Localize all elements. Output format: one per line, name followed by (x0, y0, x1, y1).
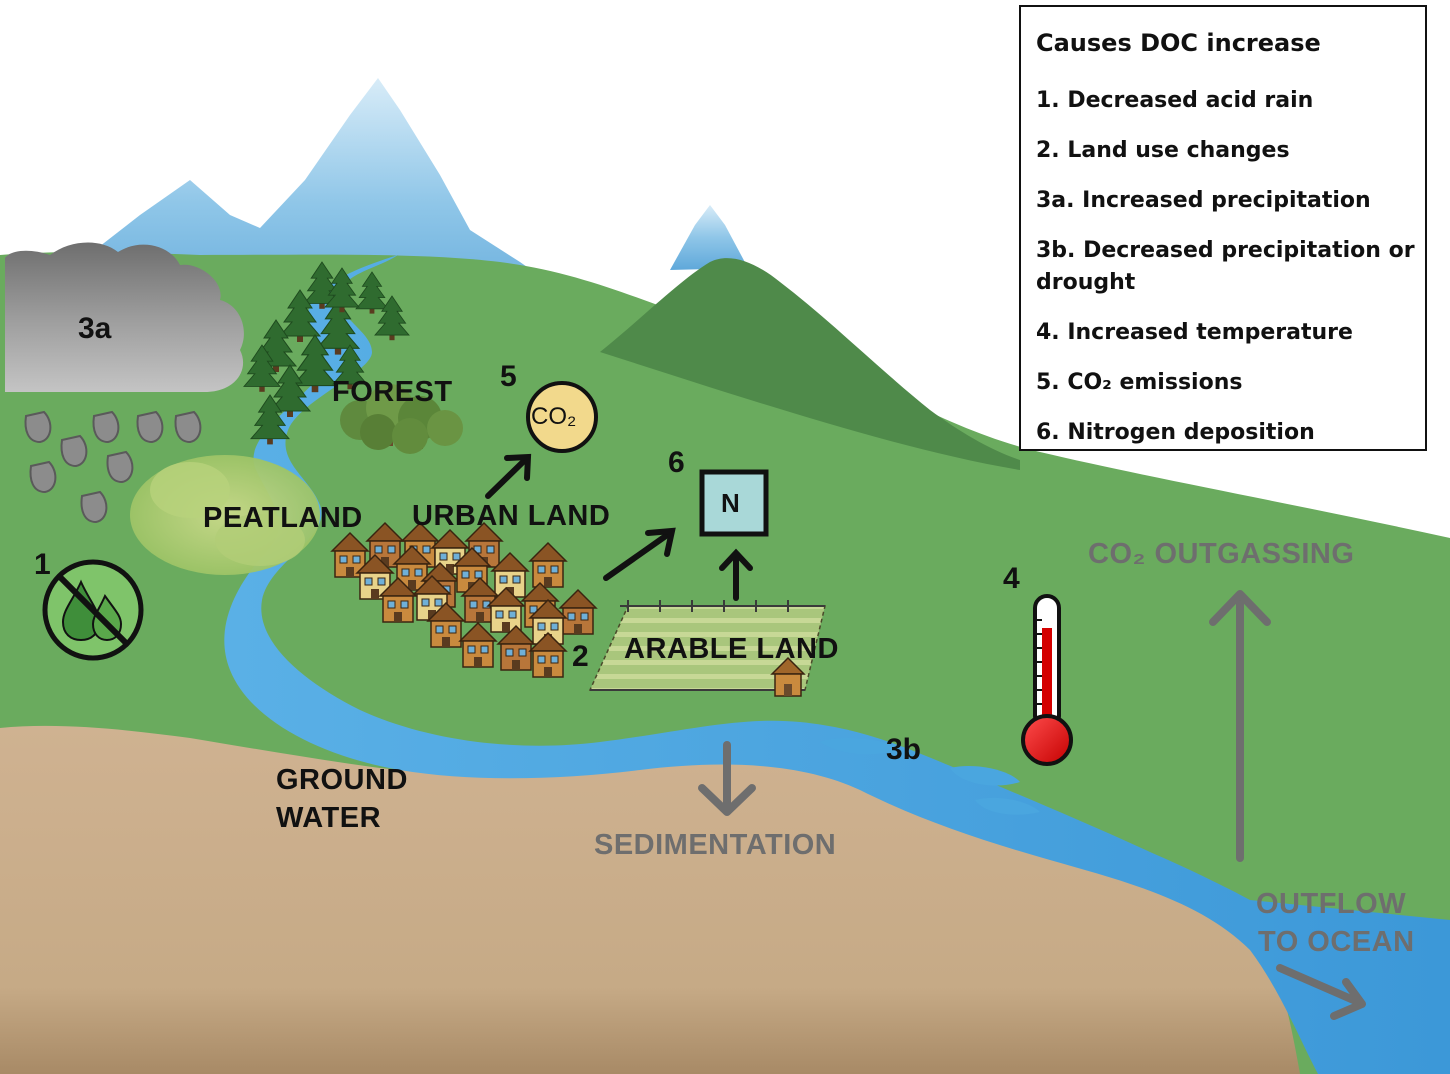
label-4: 4 (1003, 562, 1020, 595)
legend-item-1: 1. Decreased acid rain (1036, 88, 1314, 113)
black-arrows (485, 453, 753, 601)
rain-drop (92, 410, 120, 444)
peatland-label: PEATLAND (203, 502, 363, 534)
conifer-tree (268, 364, 312, 417)
conifer-forest (243, 261, 410, 445)
urban-land-label: URBAN LAND (412, 500, 611, 532)
house (460, 576, 500, 623)
rain-drop (174, 410, 202, 444)
legend-item-3a: 3a. Increased precipitation (1036, 188, 1371, 213)
house (330, 531, 370, 578)
rain-drop (24, 410, 52, 444)
rain-drops (24, 410, 202, 524)
conifer-tree (243, 344, 281, 392)
house (528, 631, 568, 678)
river-pool-3 (975, 797, 1040, 815)
co2-bubble (526, 381, 598, 453)
urban-houses (330, 521, 598, 678)
legend-item-3b: 3b. Decreased precipitation or drought (1036, 238, 1415, 295)
conifer-tree (332, 344, 368, 390)
nitrogen-box (699, 469, 769, 537)
rain-drop (29, 460, 57, 494)
house (378, 576, 418, 623)
sedimentation-label: SEDIMENTATION (594, 829, 837, 861)
label-6: 6 (668, 446, 685, 479)
ground-water-label-line2: WATER (276, 802, 382, 834)
rain-drop (60, 434, 88, 468)
conifer-tree (249, 394, 291, 445)
outflow-label-line2: TO OCEAN (1258, 926, 1415, 958)
house (426, 601, 466, 648)
river-pool-2 (950, 765, 1020, 786)
house (355, 553, 395, 600)
house (458, 621, 498, 668)
conifer-tree (324, 267, 360, 313)
conifer-tree (355, 271, 389, 314)
house (496, 624, 536, 671)
co2-outgassing-label: CO₂ OUTGASSING (1088, 538, 1355, 570)
conifer-tree (374, 295, 410, 341)
conifer-tree (278, 289, 322, 342)
legend-item-5: 5. CO₂ emissions (1036, 370, 1243, 395)
conifer-tree (291, 334, 339, 393)
label-2: 2 (572, 640, 589, 673)
house (486, 586, 526, 633)
legend-item-6: 6. Nitrogen deposition (1036, 420, 1315, 445)
forest-label: FOREST (332, 376, 453, 408)
arable-land-label: ARABLE LAND (624, 633, 839, 665)
legend-item-2: 2. Land use changes (1036, 138, 1290, 163)
ground-water-soil (0, 725, 1300, 1074)
farm-house (770, 656, 806, 697)
field-fence (590, 600, 825, 691)
legend-item-4: 4. Increased temperature (1036, 320, 1353, 345)
river-pool-1 (820, 738, 900, 755)
label-3b: 3b (886, 733, 922, 766)
legend-box: Causes DOC increase 1. Decreased acid ra… (1019, 5, 1427, 451)
outflow-label-line1: OUTFLOW (1256, 888, 1407, 920)
nitrogen-box-label: N (721, 488, 740, 518)
label-1: 1 (34, 548, 51, 581)
co2-bubble-label: CO₂ (531, 403, 577, 430)
broadleaf-trees (340, 384, 463, 454)
house (412, 574, 452, 621)
house (528, 541, 568, 588)
small-snowy-peak (670, 205, 748, 270)
thermometer-icon (1021, 594, 1073, 766)
ground-water-label-line1: GROUND (276, 764, 408, 796)
rain-drop (136, 410, 164, 444)
label-3a: 3a (78, 312, 112, 345)
legend-title: Causes DOC increase (1036, 29, 1321, 57)
grey-arrows (698, 590, 1366, 1020)
label-5: 5 (500, 360, 517, 393)
rain-drop (80, 490, 108, 524)
rain-drop (106, 450, 134, 484)
dark-green-peak (600, 258, 1020, 470)
conifer-tree (315, 299, 361, 355)
no-acid-rain-icon (42, 559, 144, 661)
river (224, 255, 1450, 1074)
rain-cloud (5, 242, 244, 392)
